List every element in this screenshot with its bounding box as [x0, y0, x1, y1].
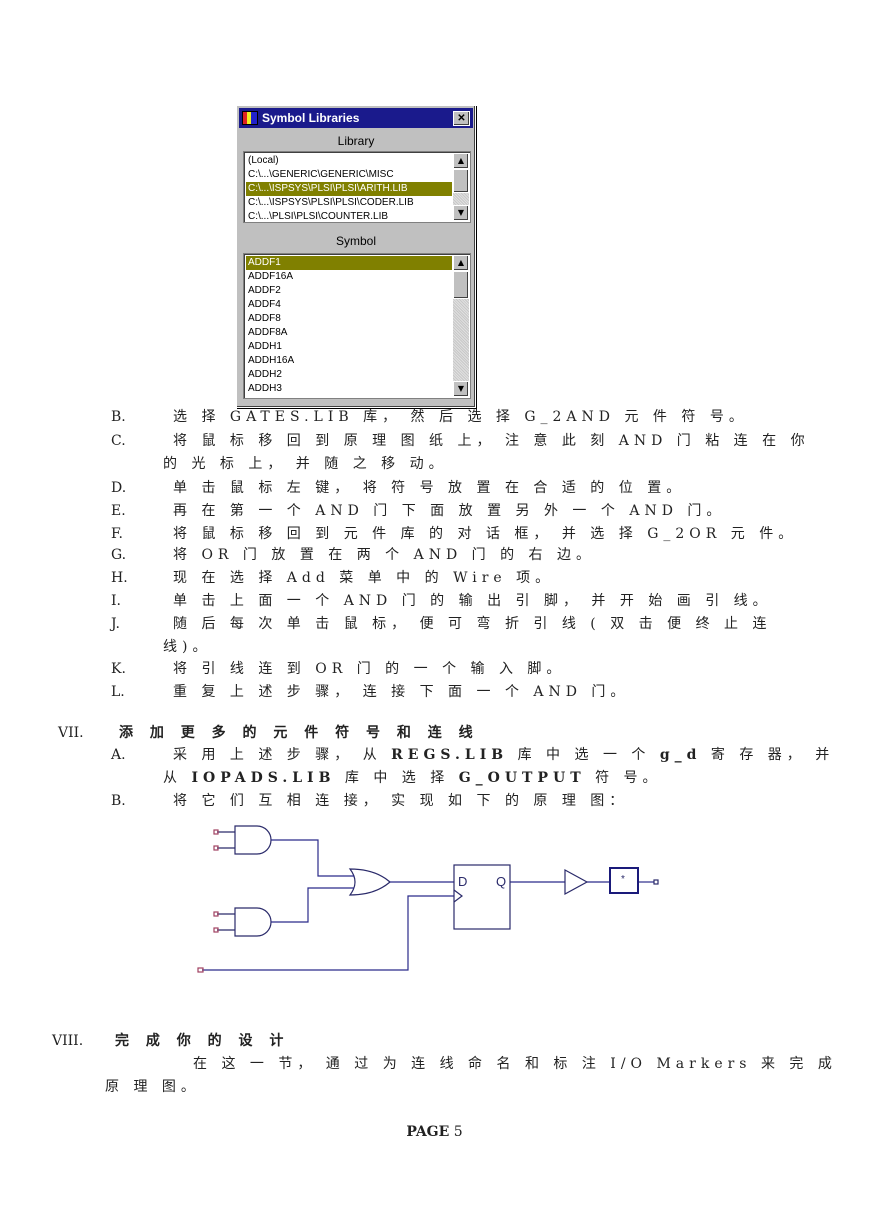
buffer	[564, 868, 589, 896]
paragraph-line: 原 理 图。	[105, 1079, 200, 1095]
symbol-item-selected[interactable]: ADDF1	[246, 256, 452, 270]
symbol-scrollbar[interactable]: ▲ ▼	[453, 255, 469, 397]
section-number: VIII.	[52, 1033, 84, 1049]
step-text: 随 后 每 次 单 击 鼠 标， 便 可 弯 折 引 线 ( 双 击 便 终 止…	[173, 616, 772, 632]
text-run: 符 号。	[585, 770, 662, 786]
page-footer: PAGE 5	[0, 1124, 869, 1140]
symbol-item[interactable]: ADDF16A	[248, 271, 294, 282]
lib-name: REGS.LIB	[391, 747, 509, 763]
and-gate-lower	[213, 907, 272, 937]
step-letter: L.	[111, 684, 125, 700]
step-text-cont: 线)。	[163, 639, 212, 655]
step-letter: F.	[111, 526, 123, 542]
output-marker	[609, 867, 639, 894]
app-icon	[242, 111, 258, 125]
step-text: 再 在 第 一 个 AND 门 下 面 放 置 另 外 一 个 AND 门。	[173, 503, 726, 519]
step-text: 将 引 线 连 到 OR 门 的 一 个 输 入 脚。	[173, 661, 566, 677]
step-text-cont: 的 光 标 上， 并 随 之 移 动。	[163, 456, 448, 472]
dialog-title: Symbol Libraries	[262, 111, 360, 125]
scroll-down-icon[interactable]: ▼	[453, 381, 469, 397]
library-item[interactable]: C:\...\ISPSYS\PLSI\PLSI\CODER.LIB	[248, 197, 414, 208]
step-letter: J.	[111, 616, 120, 632]
step-text: 单 击 鼠 标 左 键， 将 符 号 放 置 在 合 适 的 位 置。	[173, 480, 686, 496]
step-text: 将 鼠 标 移 回 到 元 件 库 的 对 话 框， 并 选 择 G_2OR 元…	[173, 526, 798, 542]
page-number: 5	[453, 1124, 463, 1140]
section-title: 完 成 你 的 设 计	[115, 1033, 290, 1049]
lib-name: IOPADS.LIB	[191, 770, 336, 786]
symbol-item[interactable]: ADDF4	[248, 299, 281, 310]
symbol-libraries-dialog: Symbol Libraries ✕ Library (Local) C:\..…	[236, 105, 476, 408]
symbol-name: G_OUTPUT	[458, 770, 586, 786]
text-run: 从	[163, 770, 192, 786]
step-text: 将 鼠 标 移 回 到 原 理 图 纸 上， 注 意 此 刻 AND 门 粘 连…	[173, 433, 810, 449]
library-listbox[interactable]: (Local) C:\...\GENERIC\GENERIC\MISC C:\.…	[243, 151, 471, 223]
d-pin-label: D	[458, 874, 467, 889]
section-title: 添 加 更 多 的 元 件 符 号 和 连 线	[119, 725, 479, 741]
and-gate-upper	[213, 825, 272, 855]
step-letter: K.	[111, 661, 126, 677]
text-run: 采 用 上 述 步 骤， 从	[173, 747, 392, 763]
library-item[interactable]: (Local)	[248, 155, 279, 166]
symbol-label: Symbol	[335, 234, 376, 248]
step-text: 单 击 上 面 一 个 AND 门 的 输 出 引 脚， 并 开 始 画 引 线…	[173, 593, 772, 609]
symbol-item[interactable]: ADDH1	[248, 341, 282, 352]
register-name: g_d	[659, 747, 702, 763]
section-number: VII.	[58, 725, 84, 741]
step-letter: G.	[111, 547, 127, 563]
symbol-item[interactable]: ADDH3	[248, 383, 282, 394]
library-item-selected[interactable]: C:\...\ISPSYS\PLSI\PLSI\ARITH.LIB	[246, 182, 452, 196]
step-letter: B.	[111, 409, 126, 425]
step-text: 将 OR 门 放 置 在 两 个 AND 门 的 右 边。	[173, 547, 596, 563]
symbol-item[interactable]: ADDF2	[248, 285, 281, 296]
step-text: 重 复 上 述 步 骤， 连 接 下 面 一 个 AND 门。	[173, 684, 630, 700]
step-text: 选 择 GATES.LIB 库， 然 后 选 择 G_2AND 元 件 符 号。	[173, 409, 748, 425]
paragraph-line: 在 这 一 节， 通 过 为 连 线 命 名 和 标 注 I/O Markers…	[193, 1056, 837, 1072]
wires	[202, 839, 654, 971]
page-label: PAGE	[406, 1124, 450, 1140]
step-letter: D.	[111, 480, 127, 496]
symbol-item[interactable]: ADDF8A	[248, 327, 288, 338]
dialog-titlebar: Symbol Libraries ✕	[239, 108, 473, 128]
d-flip-flop	[453, 864, 511, 930]
symbol-item[interactable]: ADDH16A	[248, 355, 295, 366]
library-item[interactable]: C:\...\GENERIC\GENERIC\MISC	[248, 169, 394, 180]
scroll-thumb[interactable]	[453, 169, 469, 193]
or-gate	[348, 868, 391, 896]
schematic-diagram: D Q *	[197, 825, 659, 973]
step-letter: I.	[111, 593, 121, 609]
q-pin-label: Q	[496, 874, 506, 889]
marker-label: *	[621, 874, 625, 885]
symbol-listbox[interactable]: ADDF1 ADDF16A ADDF2 ADDF4 ADDF8 ADDF8A A…	[243, 253, 471, 399]
scroll-up-icon[interactable]: ▲	[453, 153, 469, 169]
library-scrollbar[interactable]: ▲ ▼	[453, 153, 469, 221]
step-text: 采 用 上 述 步 骤， 从 REGS.LIB 库 中 选 一 个 g_d 寄 …	[173, 746, 834, 764]
symbol-item[interactable]: ADDF8	[248, 313, 281, 324]
scroll-up-icon[interactable]: ▲	[453, 255, 469, 271]
step-text: 现 在 选 择 Add 菜 单 中 的 Wire 项。	[173, 570, 555, 586]
library-label: Library	[337, 134, 375, 148]
step-text-cont: 从 IOPADS.LIB 库 中 选 择 G_OUTPUT 符 号。	[163, 769, 662, 787]
step-letter: H.	[111, 570, 128, 586]
step-text: 将 它 们 互 相 连 接， 实 现 如 下 的 原 理 图：	[173, 793, 629, 809]
step-letter: C.	[111, 433, 126, 449]
step-letter: E.	[111, 503, 126, 519]
text-run: 库 中 选 择	[335, 770, 459, 786]
step-letter: B.	[111, 793, 126, 809]
library-item[interactable]: C:\...\PLSI\PLSI\COUNTER.LIB	[248, 211, 389, 222]
scroll-down-icon[interactable]: ▼	[453, 205, 469, 221]
text-run: 库 中 选 一 个	[508, 747, 660, 763]
close-button[interactable]: ✕	[453, 111, 470, 126]
text-run: 寄 存 器， 并	[701, 747, 835, 763]
symbol-item[interactable]: ADDH2	[248, 369, 282, 380]
step-letter: A.	[111, 747, 126, 763]
scroll-thumb[interactable]	[453, 271, 469, 299]
